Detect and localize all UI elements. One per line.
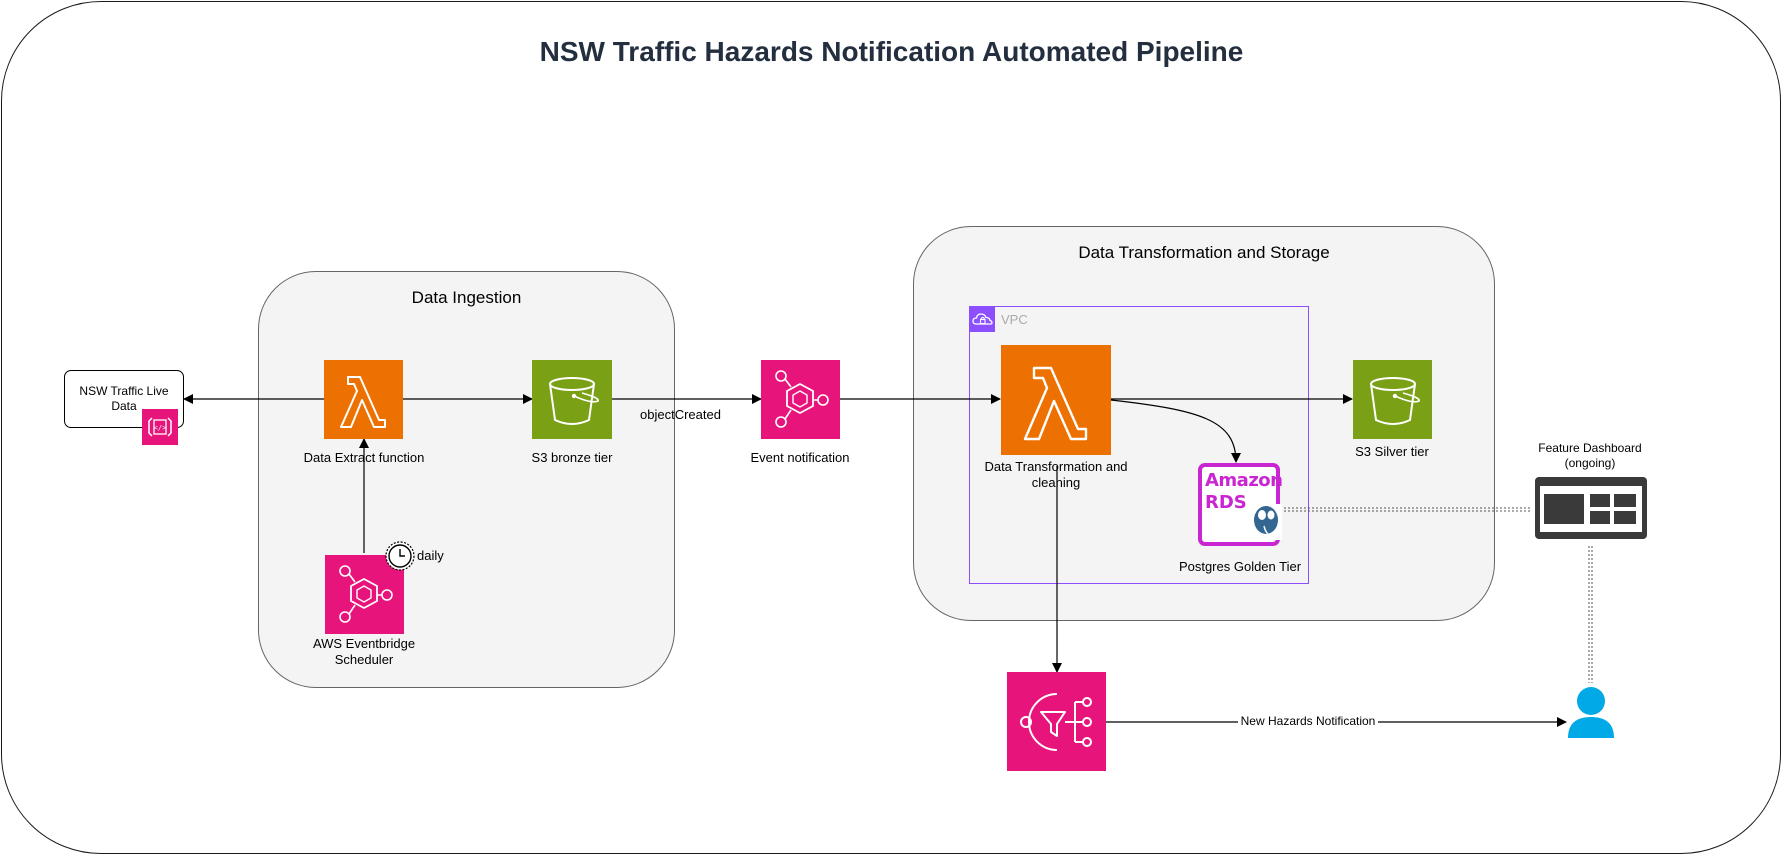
dashboard-icon: [1532, 474, 1650, 545]
sns-icon: [1007, 672, 1106, 771]
api-icon: </>: [142, 409, 178, 445]
extract-label: Data Extract function: [303, 450, 425, 465]
s3-bucket-icon: [532, 360, 612, 439]
event-notification-icon: [761, 360, 840, 439]
eventbridge-icon: [325, 555, 404, 634]
transform-label: Data Transformation and cleaning: [984, 459, 1128, 490]
edge-label-object-created: objectCreated: [640, 407, 721, 422]
clock-icon: [384, 540, 416, 572]
lambda-icon: [324, 360, 403, 439]
rds-brand-line2: RDS: [1205, 492, 1247, 513]
vpc-boundary: VPC: [969, 306, 1309, 584]
dashboard-label: Feature Dashboard (ongoing): [1538, 441, 1642, 470]
diagram-title: NSW Traffic Hazards Notification Automat…: [539, 36, 1244, 67]
transform-lambda-icon: [1001, 345, 1111, 455]
postgres-icon: [1250, 504, 1282, 540]
vpc-cloud-icon: [970, 307, 995, 332]
bronze-label: S3 bronze tier: [531, 450, 613, 465]
event-label: Event notification: [750, 450, 850, 465]
rds-label: Postgres Golden Tier: [1178, 559, 1302, 574]
silver-label: S3 Silver tier: [1355, 444, 1429, 459]
rds-brand-line1: Amazon: [1205, 470, 1283, 491]
user-icon: [1566, 684, 1616, 740]
s3-silver-icon: [1353, 360, 1432, 439]
vpc-label: VPC: [1001, 312, 1028, 327]
schedule-label: daily: [417, 548, 444, 563]
svg-text:</>: </>: [154, 424, 167, 432]
edge-transform-to-rds: [1110, 399, 1241, 463]
source-label: NSW Traffic Live Data: [79, 384, 169, 413]
group-label-transformation: Data Transformation and Storage: [1078, 243, 1330, 262]
group-label-ingestion: Data Ingestion: [411, 288, 522, 307]
scheduler-label: AWS Eventbridge Scheduler: [312, 636, 416, 667]
group-data-ingestion: Data Ingestion: [258, 271, 675, 688]
edge-label-new-hazards: New Hazards Notification: [1238, 713, 1378, 729]
